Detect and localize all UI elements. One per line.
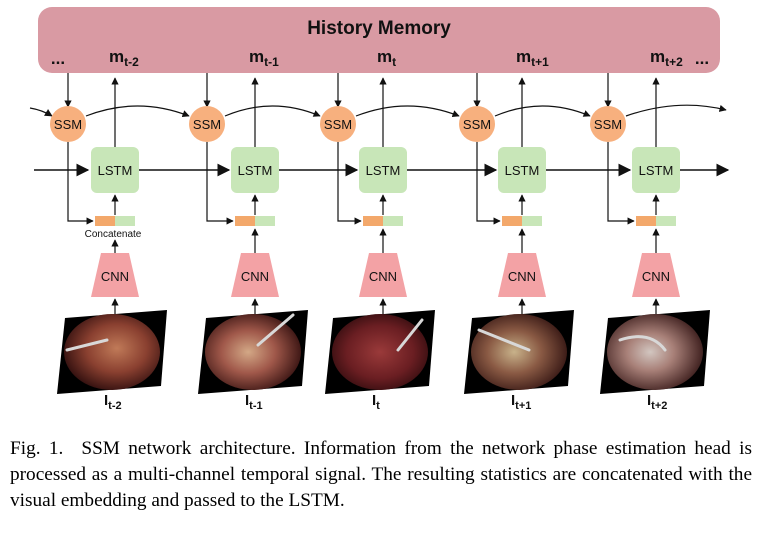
ssm-node [189,106,225,142]
memory-left-ellipsis: ... [51,49,65,68]
ssm-recurrent-arrow [224,105,321,117]
ssm-node [50,106,86,142]
lstm-block [632,147,680,193]
lstm-block [498,147,546,193]
ssm-output-arrow [625,104,727,117]
cnn-block [359,253,407,297]
time-step-columns: SSMLSTMConcatenateCNNIt-2SSMLSTMCNNIt-1S… [29,73,730,412]
surgical-tool [396,318,424,352]
surgical-tool [618,335,667,352]
concat-ssm-part [502,216,522,226]
lstm-label: LSTM [98,163,133,178]
time-step-4: SSM LSTM CNN It+2 [590,73,730,412]
cnn-block [231,253,279,297]
ssm-node [590,106,626,142]
frame-label-3: It+1 [511,392,531,412]
endoscopic-frame-2 [325,310,435,394]
lstm-block [231,147,279,193]
concat-visual-part [383,216,403,226]
frame-label-1: It-1 [245,392,263,412]
time-step-3: SSM LSTM CNN It+1 [459,73,632,412]
ssm-label: SSM [594,117,622,132]
cnn-label: CNN [369,269,397,284]
concat-ssm-part [95,216,115,226]
ssm-label: SSM [463,117,491,132]
ssm-input-arrow [29,107,53,117]
ssm-recurrent-arrow [85,105,190,118]
lstm-label: LSTM [639,163,674,178]
history-memory-box [38,7,720,73]
time-step-2: SSM LSTM CNN It [320,73,498,412]
ssm-label: SSM [54,117,82,132]
concat-visual-part [115,216,135,226]
cnn-block [498,253,546,297]
caption-text: SSM network architecture. Information fr… [10,438,753,511]
cnn-label: CNN [101,269,129,284]
ssm-node [459,106,495,142]
surgical-tool [477,328,531,352]
endoscopic-frame-0 [57,310,167,394]
ssm-recurrent-arrow [355,105,460,118]
figure-number: Fig. 1. [10,438,64,459]
cnn-block [91,253,139,297]
ssm-to-concat-arrow [337,142,362,225]
concat-visual-part [522,216,542,226]
endoscopic-frame-3 [464,310,574,394]
memory-right-ellipsis: ... [695,49,709,68]
cnn-label: CNN [508,269,536,284]
ssm-to-concat-arrow [67,142,94,225]
lstm-label: LSTM [366,163,401,178]
concat-ssm-part [636,216,656,226]
memory-label-2: mt [377,47,396,69]
endoscopic-frame-4 [600,310,710,394]
ssm-recurrent-arrow [494,105,591,117]
ssm-to-concat-arrow [607,142,635,225]
cnn-label: CNN [241,269,269,284]
frame-label-2: It [372,392,380,412]
ssm-to-concat-arrow [206,142,234,225]
surgical-tool [256,313,295,347]
ssm-node [320,106,356,142]
lstm-block [359,147,407,193]
concatenate-label: Concatenate [85,229,142,240]
frame-label-4: It+2 [647,392,667,412]
lstm-label: LSTM [505,163,540,178]
surgical-tool [65,338,109,352]
lstm-label: LSTM [238,163,273,178]
ssm-label: SSM [193,117,221,132]
history-memory-title: History Memory [307,18,451,39]
figure-caption: Fig. 1.SSM network architecture. Informa… [10,436,752,514]
concat-ssm-part [235,216,255,226]
ssm-to-concat-arrow [476,142,501,225]
cnn-label: CNN [642,269,670,284]
ssm-label: SSM [324,117,352,132]
lstm-block [91,147,139,193]
concat-visual-part [656,216,676,226]
time-step-1: SSM LSTM CNN It-1 [189,73,359,412]
concat-visual-part [255,216,275,226]
endoscopic-frame-1 [198,310,308,394]
concat-ssm-part [363,216,383,226]
frame-label-0: It-2 [104,392,122,412]
cnn-block [632,253,680,297]
